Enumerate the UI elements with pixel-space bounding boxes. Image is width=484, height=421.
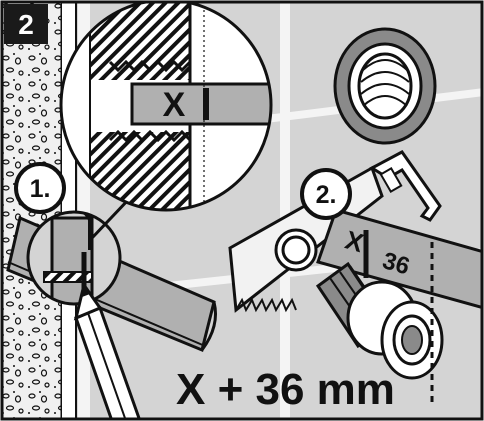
magnifier-small <box>26 210 122 306</box>
magnifier-lens-icon <box>59 2 273 240</box>
pipe-strip-step2 <box>316 208 482 310</box>
formula-text: X + 36 mm <box>176 365 395 414</box>
callout-1-label: 1. <box>30 175 51 203</box>
magnifier-x-label: X <box>163 86 186 124</box>
threaded-fitting-icon <box>315 261 444 380</box>
pencil-icon <box>73 281 141 419</box>
wall-socket-ring-icon <box>333 27 437 145</box>
step-badge: 2 <box>4 4 48 44</box>
step-number: 2 <box>18 9 34 40</box>
callout-2-label: 2. <box>316 181 337 209</box>
callout-1: 1. <box>14 162 66 214</box>
callout-2: 2. <box>300 168 352 220</box>
